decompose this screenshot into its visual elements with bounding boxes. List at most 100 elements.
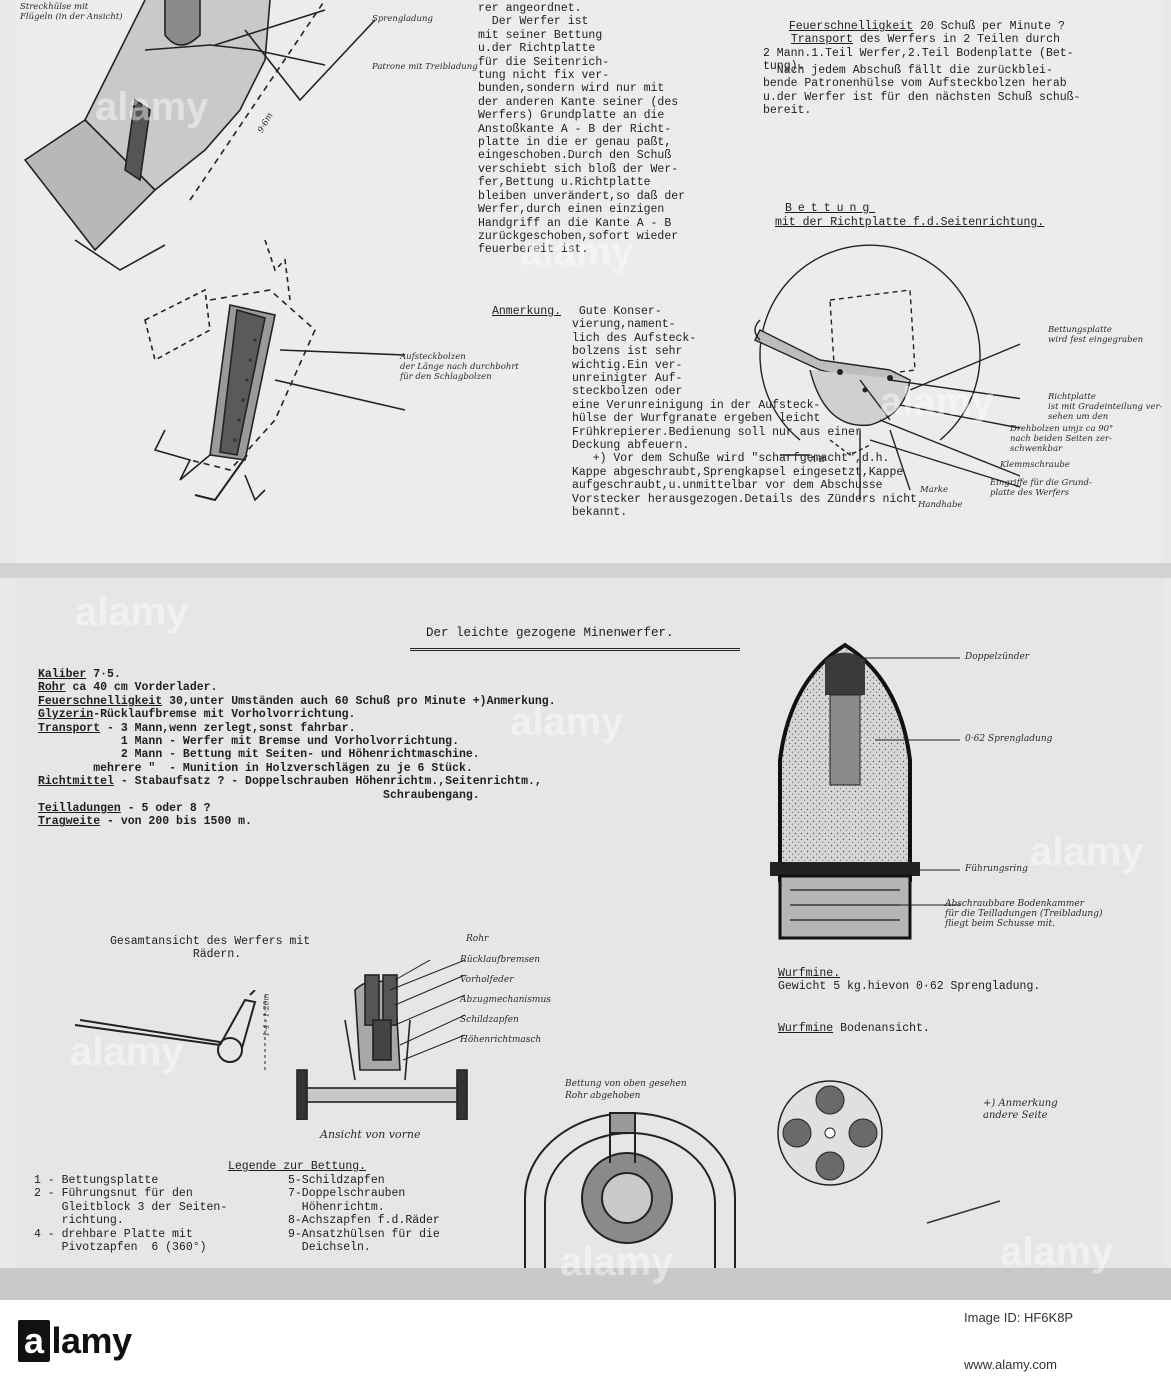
spec-teilladungen-label: Teilladungen <box>38 802 121 816</box>
watermark-1: alamy <box>95 85 209 129</box>
gesamtansicht-caption: Gesamtansicht des Werfers mit Rädern. <box>110 935 311 962</box>
spec-transport: Transport - 3 Mann,wenn zerlegt,sonst fa… <box>38 722 556 776</box>
anmerkung-heading: Anmerkung. <box>492 305 562 318</box>
spec-teilladungen-text: - 5 oder 8 ? <box>120 802 211 816</box>
page-fold <box>0 563 1171 578</box>
spec-richtmittel: Richtmittel - Stabaufsatz ? - Doppelschr… <box>38 775 556 802</box>
anmerkung-paragraph: Gute Konser- vierung,nament- lich des Au… <box>572 305 918 520</box>
bettung-caption: Bettung von oben gesehen Rohr abgehoben <box>565 1079 687 1101</box>
watermark-7: alamy <box>70 1030 184 1074</box>
label-vorholfeder: Vorholfeder <box>460 975 514 985</box>
label-abzugmechanismus: Abzugmechanismus <box>460 995 551 1005</box>
label-dimension-side: 1·4 - 1·20m <box>261 993 271 1037</box>
spec-teilladungen: Teilladungen - 5 oder 8 ? <box>38 802 556 815</box>
watermark-6: alamy <box>1030 830 1144 874</box>
label-streckhuelse: Streckhülse mit Flügeln (in der Ansicht) <box>20 2 123 22</box>
spec-glyzerin: Glyzerin-Rücklaufbremse mit Vorholvorric… <box>38 708 556 721</box>
page-edge <box>0 1268 1171 1300</box>
spec-glyzerin-label: Glyzerin <box>38 708 94 722</box>
label-doppelzuender: Doppelzünder <box>965 652 1030 662</box>
spec-richtmittel-text: - Stabaufsatz ? - Doppelschrauben Höhenr… <box>120 775 542 802</box>
bettung-title: Bettung <box>785 202 876 215</box>
label-klemmschraube: Klemmschraube <box>1000 460 1070 470</box>
label-rohr: Rohr <box>466 934 489 944</box>
spec-tragweite-label: Tragweite <box>38 815 101 829</box>
mine-leader-lines <box>860 657 960 906</box>
label-handhabe: Handhabe <box>918 500 963 510</box>
watermark-4: alamy <box>75 590 189 634</box>
bettung-subtitle: mit der Richtplatte f.d.Seitenrichtung. <box>775 216 1045 229</box>
top-right-line1: Feuerschnelligkeit 20 Schuß per Minute ? <box>775 7 1065 34</box>
label-ab: A·B <box>810 455 826 465</box>
spec-rohr-label: Rohr <box>38 681 66 695</box>
spec-tragweite: Tragweite - von 200 bis 1500 m. <box>38 815 556 828</box>
feuerschnelligkeit-label: Feuerschnelligkeit <box>788 20 914 34</box>
watermark-2: alamy <box>520 230 634 274</box>
logo-a-mark: a <box>18 1320 50 1362</box>
spec-kaliber: Kaliber 7·5. <box>38 668 556 681</box>
website-url[interactable]: www.alamy.com <box>964 1357 1057 1372</box>
logo-text: lamy <box>51 1320 133 1361</box>
top-right-transport: Transport des Werfers in 2 Teilen durch … <box>763 20 1074 74</box>
transport-value-top: des Werfers in 2 Teilen durch 2 Mann.1.T… <box>763 33 1074 74</box>
projectile-cross-section-diagram <box>23 0 406 502</box>
werfer-front-view <box>296 960 468 1120</box>
bettung-richtplatte-diagram <box>754 244 1020 500</box>
spec-list: Kaliber 7·5. Rohr ca 40 cm Vorderlader. … <box>38 668 556 829</box>
wurfmine-bodenansicht: Wurfmine Bodenansicht. <box>778 1022 930 1035</box>
transport-label-top: Transport <box>790 33 853 47</box>
spec-rohr-text: ca 40 cm Vorderlader. <box>65 681 218 695</box>
wurfmine-title: Wurfmine. <box>778 967 841 980</box>
label-hoehenrichtmasch: Höhenrichtmasch <box>460 1035 542 1045</box>
bodenansicht-text: Bodenansicht. <box>833 1022 930 1035</box>
spec-kaliber-label: Kaliber <box>38 668 87 681</box>
wurfmine-weight: Gewicht 5 kg.hievon 0·62 Sprengladung. <box>778 980 1041 993</box>
main-title: Der leichte gezogene Minenwerfer. <box>426 626 674 640</box>
watermark-8: alamy <box>560 1240 674 1284</box>
top-middle-paragraph: rer angeordnet. Der Werfer ist mit seine… <box>478 2 686 257</box>
anmerkung-note: +) Anmerkung andere Seite <box>983 1098 1058 1121</box>
stock-footer <box>0 1300 1171 1390</box>
legend-title: Legende zur Bettung. <box>228 1160 367 1173</box>
spec-tragweite-text: - von 200 bis 1500 m. <box>100 815 252 829</box>
label-patrone: Patrone mit Treibladung <box>372 62 478 72</box>
legend-left: 1 - Bettungsplatte 2 - Führungsnut für d… <box>34 1174 228 1255</box>
werfer-side-view <box>74 990 266 1070</box>
label-ruecklaufbremsen: Rücklaufbremsen <box>460 955 541 965</box>
label-aufsteckbolzen: Aufsteckbolzen der Länge nach durchbohrt… <box>400 352 519 382</box>
label-sprengladung: Sprengladung <box>372 14 433 24</box>
label-drehbolzen: Drehbolzen umjz ca 90° nach beiden Seite… <box>1010 424 1114 454</box>
label-bodenkammer: Abschraubbare Bodenkammer für die Teilla… <box>945 899 1103 929</box>
bettung-top-view <box>524 1112 736 1268</box>
label-bettungsplatte: Bettungsplatte wird fest eingegraben <box>1048 325 1144 345</box>
spec-glyzerin-text: -Rücklaufbremse mit Vorholvorrichtung. <box>93 708 356 722</box>
label-schildzapfen: Schildzapfen <box>460 1015 519 1025</box>
wurfmine-cross-section <box>770 642 920 940</box>
spec-feuer-label: Feuerschnelligkeit <box>38 694 163 708</box>
spec-feuer-text: 30,unter Umständen auch 60 Schuß pro Min… <box>162 694 556 708</box>
watermark-5: alamy <box>510 700 624 744</box>
label-fuehrungsring: Führungsring <box>965 864 1028 874</box>
spec-transport-text: - 3 Mann,wenn zerlegt,sonst fahrbar. 1 M… <box>93 721 480 775</box>
legend-right: 5-Schildzapfen 7-Doppelschrauben Höhenri… <box>288 1174 440 1255</box>
spec-rohr: Rohr ca 40 cm Vorderlader. <box>38 681 556 694</box>
image-id: Image ID: HF6K8P <box>964 1310 1074 1325</box>
label-sprengladung-mine: 0·62 Sprengladung <box>965 734 1053 744</box>
label-eingriff: Eingriffe für die Grund- platte des Werf… <box>990 478 1092 498</box>
title-rule <box>410 648 740 651</box>
spec-feuer: Feuerschnelligkeit 30,unter Umständen au… <box>38 695 556 708</box>
feuerschnelligkeit-value: 20 Schuß per Minute ? <box>913 20 1065 34</box>
pencil-stroke <box>926 1200 1001 1224</box>
watermark-9: alamy <box>1000 1230 1114 1274</box>
watermark-3: alamy <box>880 380 994 424</box>
lower-page <box>15 578 1163 1268</box>
spec-richtmittel-label: Richtmittel <box>38 775 114 789</box>
label-ansicht-vorne: Ansicht von vorne <box>320 1128 421 1141</box>
spec-transport-label: Transport <box>38 721 101 735</box>
spec-kaliber-text: 7·5. <box>86 668 121 681</box>
bodenansicht-label: Wurfmine <box>778 1022 834 1035</box>
label-richtplatte: Richtplatte ist mit Gradeinteilung ver- … <box>1048 392 1163 422</box>
label-marke: Marke <box>920 485 949 495</box>
top-right-paragraph: Nach jedem Abschuß fällt die zurückblei-… <box>763 64 1081 118</box>
